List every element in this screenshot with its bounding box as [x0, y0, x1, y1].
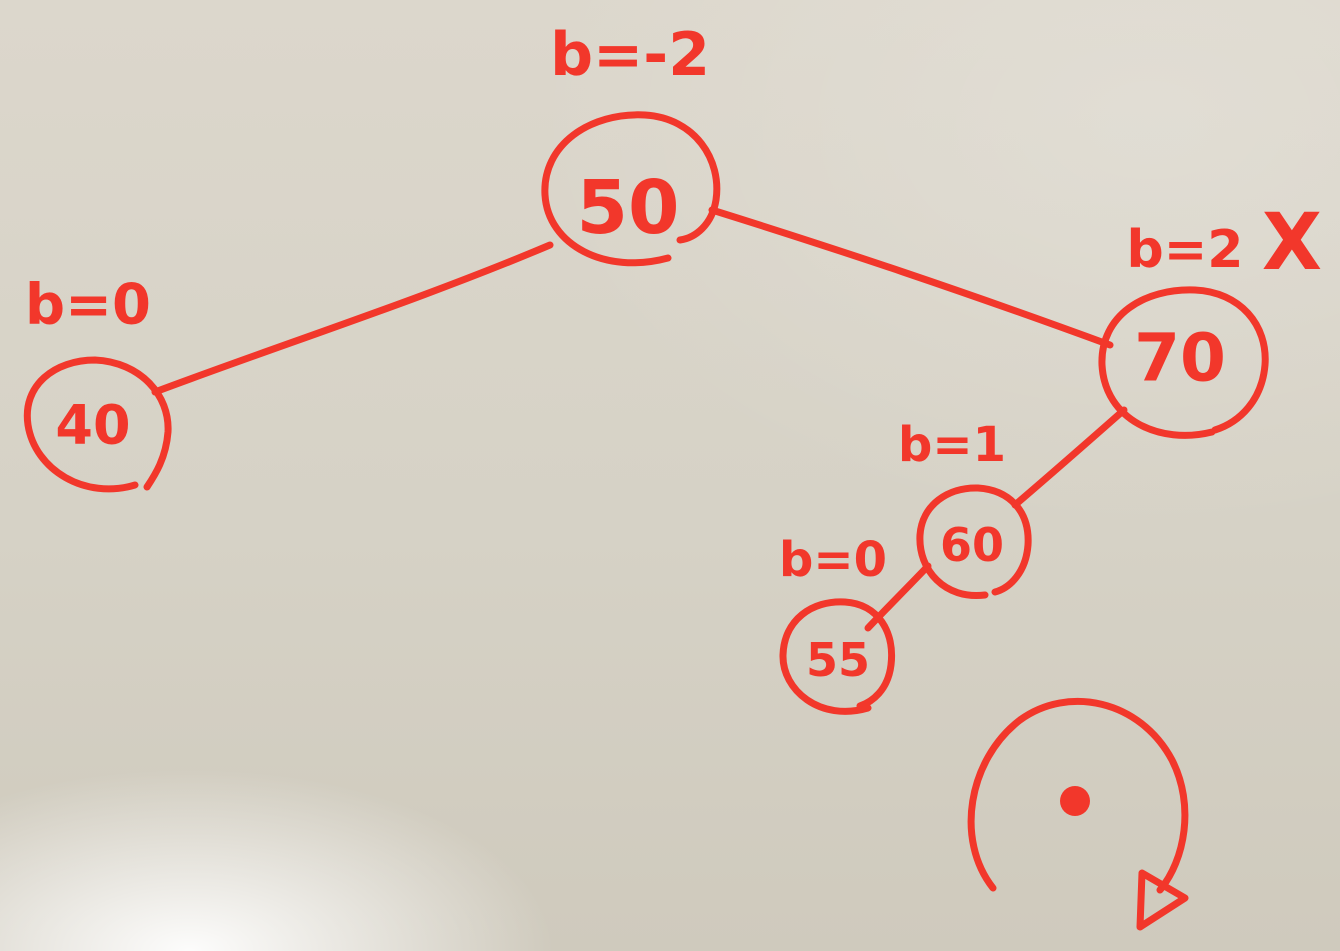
tree-node-50: 50 b=-2: [541, 20, 721, 267]
edge-60-55: [864, 562, 932, 632]
balance-label: b=2: [1127, 220, 1244, 280]
balance-label: b=-2: [550, 20, 710, 90]
node-circle: [541, 111, 721, 267]
balance-label: b=0: [25, 273, 151, 338]
node-circle: [23, 356, 172, 493]
node-value: 40: [55, 394, 130, 457]
rotation-center-dot: [1060, 786, 1090, 816]
rotation-arc: [967, 697, 1189, 894]
rotation-arrowhead: [1136, 869, 1189, 931]
edge-70-60: [1011, 406, 1128, 509]
tree-node-70: 70 b=2 X: [1098, 198, 1322, 439]
node-circle: [779, 598, 896, 715]
rotation-arrow-icon: [967, 697, 1189, 931]
imbalance-mark: X: [1262, 198, 1322, 288]
node-circle: [1098, 286, 1269, 439]
node-value: 60: [940, 518, 1004, 572]
tree-node-60: 60 b=1: [898, 417, 1032, 600]
tree-edges: [151, 206, 1128, 632]
node-value: 70: [1134, 320, 1226, 397]
tree-node-40: 40 b=0: [23, 273, 172, 493]
node-circle: [916, 484, 1032, 600]
node-value: 50: [577, 165, 680, 251]
edge-50-40: [151, 241, 554, 396]
edge-50-70: [708, 206, 1114, 349]
balance-label: b=1: [898, 417, 1006, 473]
tree-node-55: 55 b=0: [779, 532, 896, 715]
node-value: 55: [806, 633, 870, 687]
balance-label: b=0: [779, 532, 887, 588]
